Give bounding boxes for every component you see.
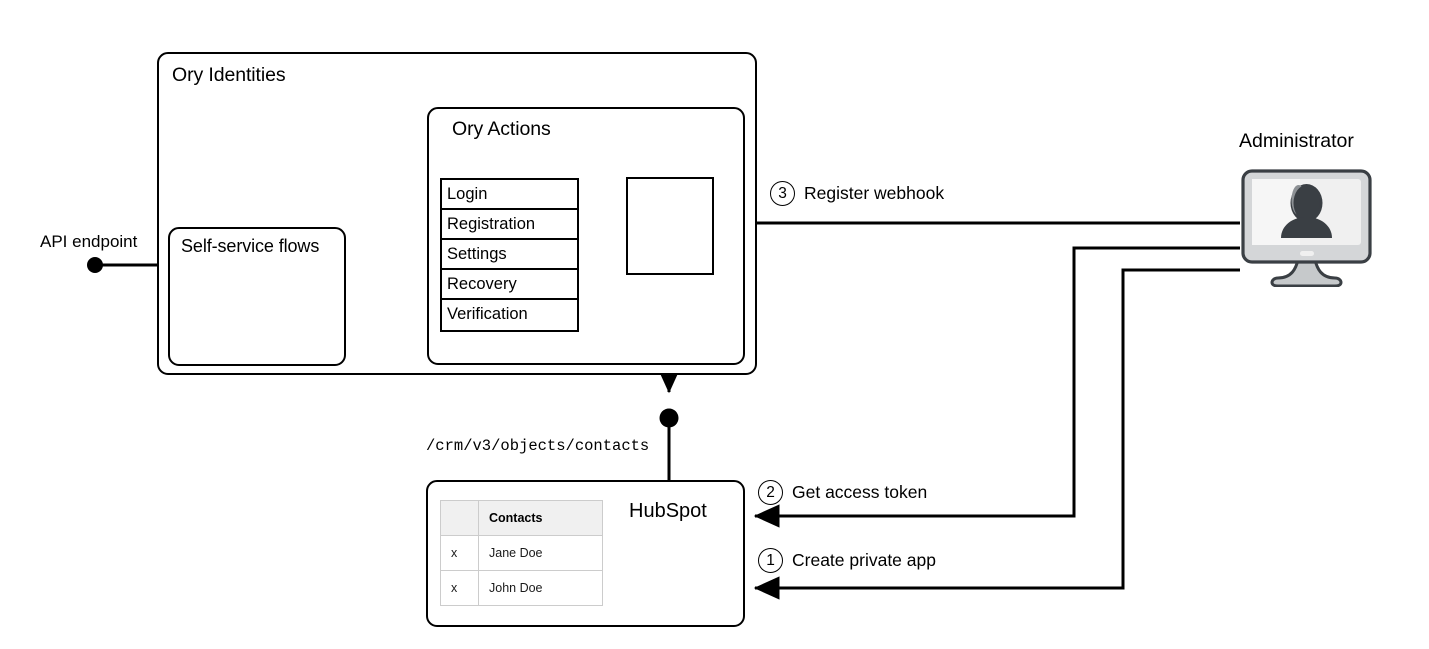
flow-row-login[interactable]: Login [442,180,577,210]
table-cell-flag: x [440,535,479,571]
step-number-3: 3 [770,181,795,206]
step-label-2: Get access token [792,482,928,502]
flow-row-verification[interactable]: Verification [447,305,528,323]
table-row[interactable]: x John Doe [440,570,603,606]
contacts-table: Contacts x Jane Doe x John Doe [440,500,603,606]
flow-row-recovery[interactable]: Recovery [442,270,577,300]
table-header-contacts: Contacts [478,500,603,536]
self-service-flow-list: Login Registration Settings Recovery Ver… [440,178,579,332]
hubspot-title: HubSpot [629,500,707,522]
step-label-1: Create private app [792,550,936,570]
request-path-label: /crm/v3/objects/contacts [426,437,650,455]
monitor-user-icon [1241,169,1372,287]
flow-row-settings[interactable]: Settings [442,240,577,270]
step-marker-1: 1 Create private app [758,548,936,573]
wire-api-endpoint [87,257,160,273]
user-avatar-glyph [1281,184,1332,238]
wire-step-1-create-private-app [753,268,1240,600]
step-number-1: 1 [758,548,783,573]
table-cell-name: Jane Doe [478,535,603,571]
table-cell-flag: x [440,570,479,606]
self-service-flows-title: Self-service flows [181,236,320,256]
wire-step-2-get-access-token [753,246,1240,528]
table-cell-name: John Doe [478,570,603,606]
self-service-flows-box [168,227,346,366]
webhook-target-box [626,177,714,275]
table-row[interactable]: x Jane Doe [440,535,603,571]
ory-identities-title: Ory Identities [172,64,286,86]
step-marker-2: 2 Get access token [758,480,927,505]
flow-row-registration[interactable]: Registration [442,210,577,240]
table-header-flag [440,500,479,536]
table-header-row: Contacts [440,500,603,536]
api-endpoint-label: API endpoint [40,232,138,251]
ory-actions-title: Ory Actions [452,118,551,140]
step-label-3: Register webhook [804,183,945,203]
step-number-2: 2 [758,480,783,505]
administrator-label: Administrator [1239,130,1354,152]
step-marker-3: 3 Register webhook [770,181,944,206]
